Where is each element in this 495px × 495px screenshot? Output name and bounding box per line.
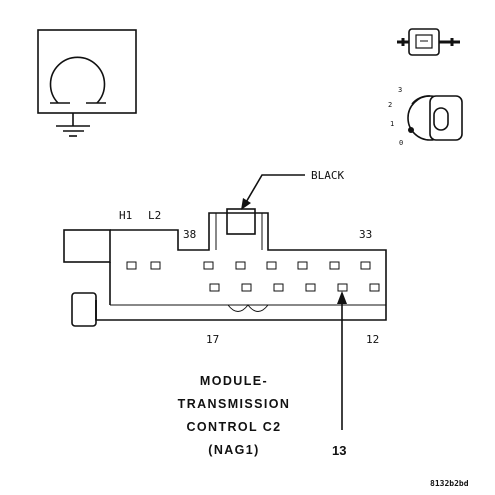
cavity <box>297 261 308 270</box>
cavity <box>305 283 316 292</box>
ignition-position-0: 0 <box>399 139 403 147</box>
pin-13-callout: 13 <box>332 291 347 458</box>
connector-color-label: BLACK <box>311 169 344 182</box>
ignition-position-3: 3 <box>398 86 402 94</box>
title-line-1: MODULE- <box>200 374 268 388</box>
cavity <box>241 283 252 292</box>
ignition-switch-icon: 3 2 1 0 <box>388 86 463 147</box>
cavity <box>209 283 220 292</box>
color-callout: BLACK <box>241 169 344 210</box>
title-line-4: (NAG1) <box>208 443 259 457</box>
cavity <box>360 261 371 270</box>
connector-body <box>63 208 387 327</box>
cavity <box>203 261 214 270</box>
cavity <box>369 283 380 292</box>
key-icon <box>397 28 460 56</box>
connector-title: MODULE- TRANSMISSION CONTROL C2 (NAG1) <box>178 374 291 457</box>
cavity <box>329 261 340 270</box>
cavity <box>126 261 137 270</box>
cavity-13 <box>337 283 348 292</box>
cavity <box>266 261 277 270</box>
pin-label-38: 38 <box>183 228 196 241</box>
pin-label-17: 17 <box>206 333 219 346</box>
cavity-row-top <box>126 261 371 270</box>
title-line-3: CONTROL C2 <box>186 420 281 434</box>
ignition-position-1: 1 <box>390 120 394 128</box>
pin-label-33: 33 <box>359 228 372 241</box>
cavity-row-bottom <box>209 283 380 292</box>
pin-label-12: 12 <box>366 333 379 346</box>
cavity <box>273 283 284 292</box>
ignition-position-2: 2 <box>388 101 392 109</box>
cavity <box>235 261 246 270</box>
ground-symbol-icon <box>37 29 137 137</box>
cavity <box>150 261 161 270</box>
figure-code: 8132b2bd <box>430 479 469 488</box>
title-line-2: TRANSMISSION <box>178 397 291 411</box>
pin-label-l2: L2 <box>148 209 161 222</box>
pin-13-label: 13 <box>332 443 346 458</box>
pin-label-h1: H1 <box>119 209 132 222</box>
